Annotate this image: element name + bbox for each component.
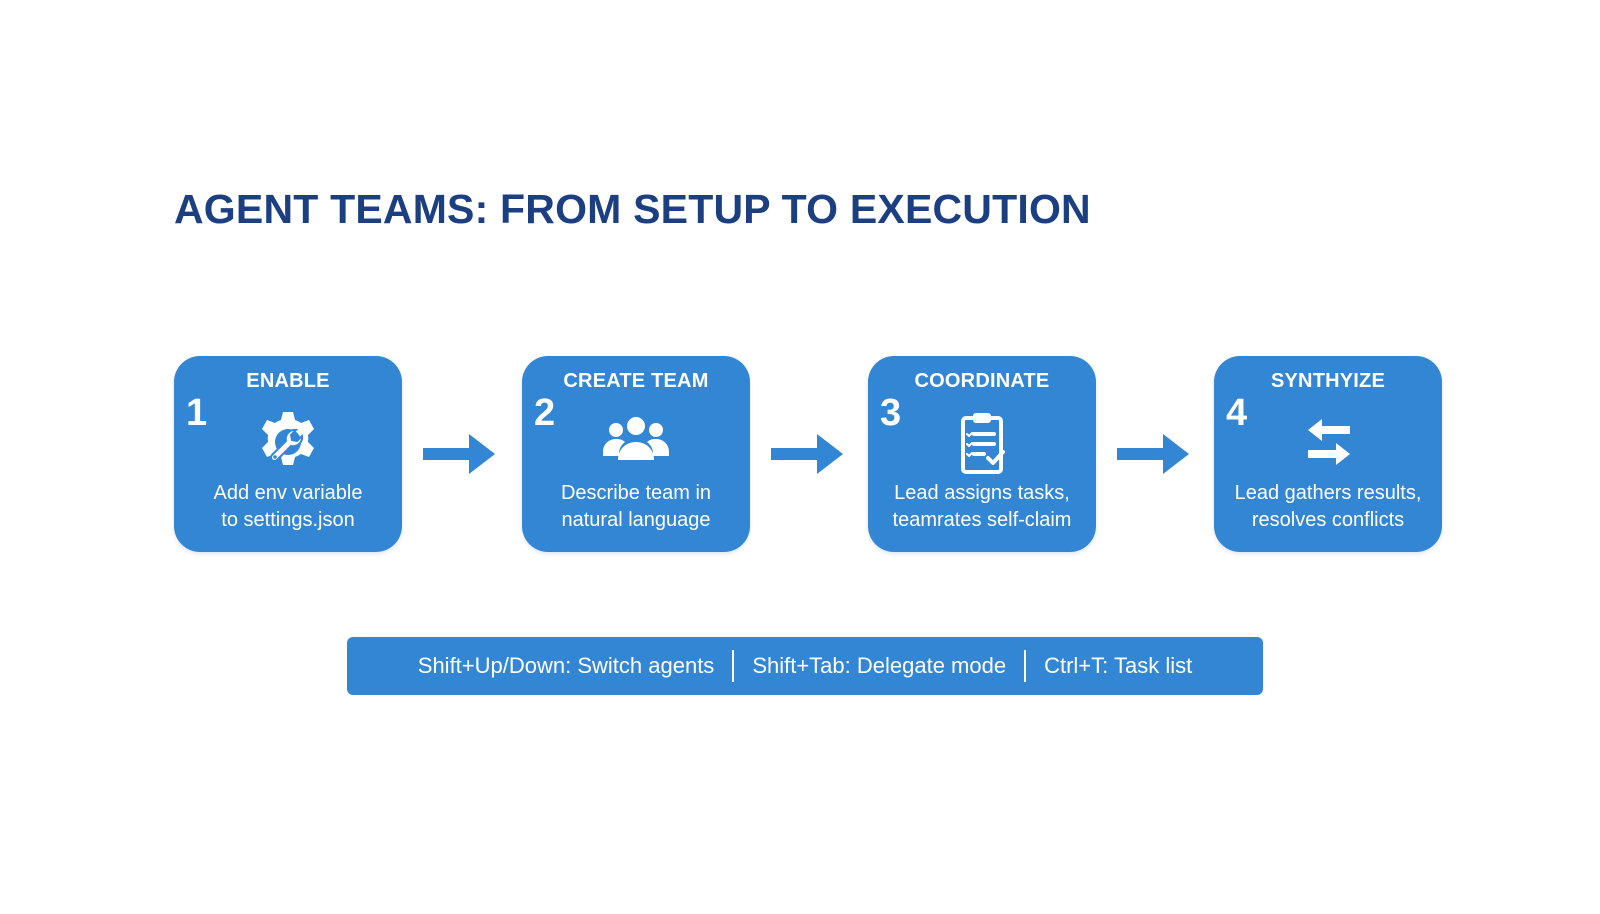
team-group-icon — [603, 417, 669, 460]
shortcut-switch-agents: Shift+Up/Down: Switch agents — [417, 653, 715, 678]
description-line: resolves conflicts — [1251, 509, 1405, 531]
step-description: Lead gathers results, resolves conflicts — [1220, 480, 1436, 534]
right-arrow-icon — [423, 434, 495, 474]
step-card-create-team: CREATE TEAM 2 Describe team in natural l… — [522, 356, 750, 552]
keyboard-shortcuts-bar: Shift+Up/Down: Switch agents Shift+Tab: … — [347, 637, 1263, 695]
step-number: 3 — [880, 392, 902, 434]
right-arrow-icon — [1117, 434, 1189, 474]
description-line: Add env variable — [213, 482, 363, 504]
step-card-enable: ENABLE 1 Add env variable to settings.js… — [174, 356, 402, 552]
step-description: Lead assigns tasks, teamrates self-claim — [874, 480, 1090, 534]
swap-arrows-icon — [1308, 419, 1350, 465]
divider — [1024, 650, 1027, 682]
step-label: COORDINATE — [914, 370, 1050, 392]
description-line: Describe team in — [560, 482, 712, 504]
description-line: Lead gathers results, — [1234, 482, 1422, 504]
step-label: CREATE TEAM — [563, 370, 709, 392]
shortcut-delegate-mode: Shift+Tab: Delegate mode — [752, 653, 1007, 678]
divider — [732, 650, 735, 682]
step-number: 2 — [534, 392, 556, 434]
step-label: SYNTHYIZE — [1270, 370, 1386, 392]
step-description: Describe team in natural language — [528, 480, 744, 534]
description-line: Lead assigns tasks, — [894, 482, 1070, 504]
description-line: natural language — [561, 509, 711, 531]
step-number: 1 — [186, 392, 208, 434]
shortcut-task-list: Ctrl+T: Task list — [1044, 653, 1193, 678]
step-description: Add env variable to settings.json — [180, 480, 396, 534]
step-label: ENABLE — [246, 370, 330, 392]
step-card-coordinate: COORDINATE 3 Lead assigns tasks, teamrat… — [868, 356, 1096, 552]
clipboard-checklist-icon — [961, 413, 1005, 474]
description-line: to settings.json — [221, 509, 355, 531]
step-card-synthesize: SYNTHYIZE 4 Lead gathers results, resolv… — [1214, 356, 1442, 552]
gear-wrench-icon — [262, 412, 314, 465]
right-arrow-icon — [771, 434, 843, 474]
step-number: 4 — [1226, 392, 1248, 434]
page-title: AGENT TEAMS: FROM SETUP TO EXECUTION — [174, 186, 1091, 232]
description-line: teamrates self-claim — [892, 509, 1072, 531]
